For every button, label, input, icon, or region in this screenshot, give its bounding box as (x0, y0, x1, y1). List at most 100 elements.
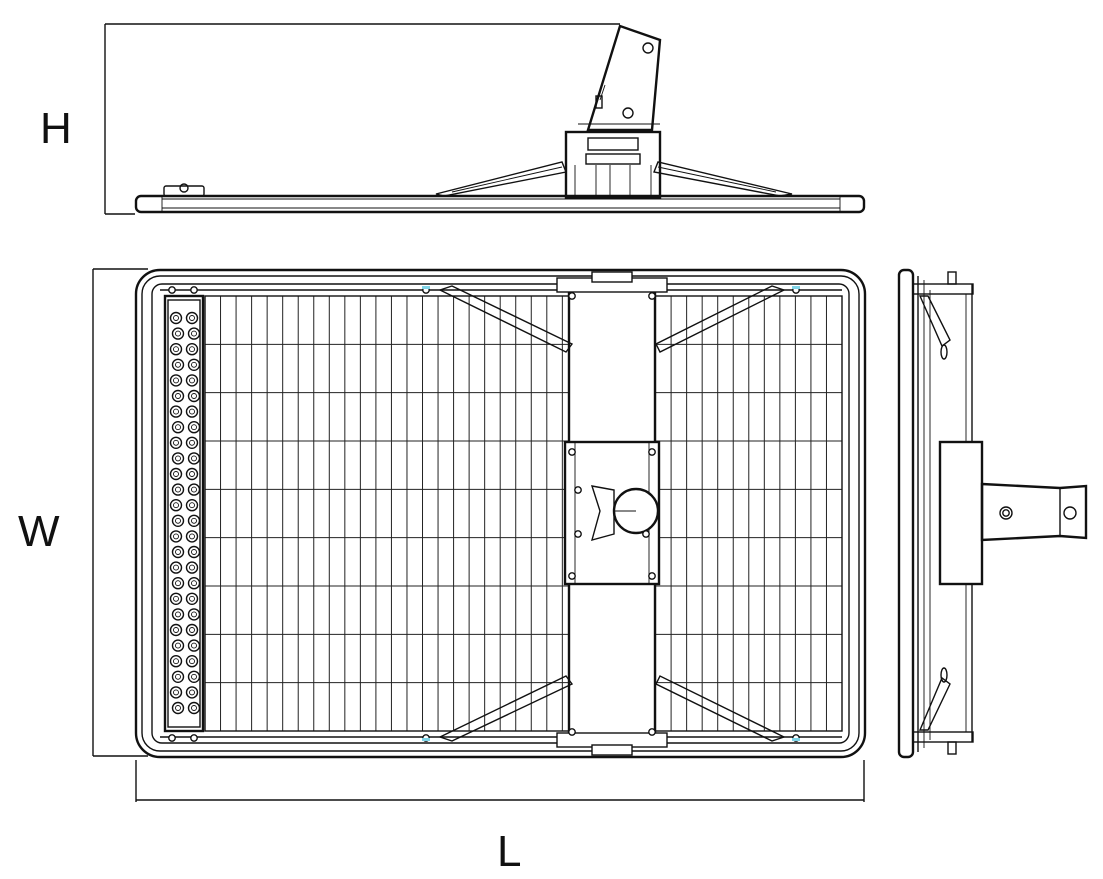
led-lens-icon (189, 377, 195, 384)
led-icon (185, 343, 199, 356)
led-lens-icon (191, 393, 197, 399)
led-lens-icon (175, 705, 181, 711)
led-icon (187, 421, 201, 434)
end-elevation-view (897, 268, 1088, 759)
led-icon (185, 561, 199, 574)
led-icon (185, 592, 199, 605)
led-lens-icon (173, 689, 179, 696)
led-icon (187, 701, 201, 715)
led-icon (187, 358, 201, 371)
hex-bolt-icon (574, 486, 582, 494)
led-lens-icon (173, 533, 179, 540)
led-icon (169, 467, 183, 481)
led-icon (169, 343, 183, 356)
hex-bolt-icon (1063, 506, 1077, 520)
support-struts (438, 285, 786, 742)
led-lens-icon (173, 439, 179, 446)
led-icon (171, 421, 185, 434)
led-icon (171, 545, 185, 559)
led-icon (171, 639, 185, 652)
height-dimension-lines (104, 23, 620, 215)
led-icon (169, 530, 183, 543)
led-icon (185, 655, 199, 668)
led-icon (169, 623, 183, 637)
led-icon (171, 514, 185, 527)
led-icon (171, 358, 185, 371)
led-icon (185, 499, 199, 512)
led-lens-icon (175, 611, 181, 618)
hex-bolt-icon (999, 506, 1013, 520)
led-icon (169, 436, 183, 449)
width-label: W (18, 507, 60, 556)
led-lens-icon (175, 486, 181, 493)
length-dimension-lines (135, 760, 865, 802)
led-icon (185, 311, 199, 325)
led-lens-icon (173, 315, 179, 321)
led-lens-icon (189, 533, 195, 540)
led-lens-icon (191, 361, 197, 368)
led-icon (187, 483, 201, 496)
led-icon (169, 686, 183, 699)
led-lens-icon (173, 564, 179, 571)
hex-bolt-icon (574, 530, 582, 538)
led-lens-icon (173, 346, 179, 353)
hex-bolt-icon (1002, 509, 1010, 517)
led-lens-icon (173, 471, 179, 477)
optical-grid (205, 296, 842, 731)
led-lens-icon (175, 393, 181, 399)
led-icon (185, 530, 199, 543)
led-lens-icon (189, 627, 195, 633)
led-lens-icon (189, 471, 195, 477)
led-lens-icon (175, 455, 181, 462)
length-label: L (497, 827, 521, 876)
led-lens-icon (175, 642, 181, 649)
accent-markers (422, 286, 800, 741)
led-icon (185, 374, 199, 387)
led-icon (169, 374, 183, 387)
led-lens-icon (189, 564, 195, 571)
led-lens-icon (191, 424, 197, 431)
led-module-array (169, 311, 201, 715)
led-lens-icon (189, 502, 195, 509)
led-icon (169, 405, 183, 418)
led-icon (187, 639, 201, 652)
led-icon (187, 514, 201, 527)
hex-bolt-icon (642, 530, 650, 538)
led-icon (185, 623, 199, 637)
led-lens-icon (175, 517, 181, 524)
led-lens-icon (191, 642, 197, 649)
plan-view (134, 268, 1010, 759)
side-elevation-view (134, 24, 866, 214)
led-lens-icon (191, 549, 197, 555)
led-icon (169, 592, 183, 605)
led-lens-icon (175, 424, 181, 431)
led-icon (169, 561, 183, 574)
led-icon (187, 452, 201, 465)
led-lens-icon (173, 408, 179, 415)
hex-bolt-icon (168, 734, 176, 742)
led-lens-icon (189, 346, 195, 353)
hex-bolt-icon (648, 728, 656, 736)
hex-bolt-icon (568, 572, 576, 580)
led-icon (187, 389, 201, 403)
led-lens-icon (191, 611, 197, 618)
hex-bolt-icon (568, 728, 576, 736)
led-icon (171, 452, 185, 465)
led-lens-icon (191, 455, 197, 462)
hex-bolt-icon (648, 292, 656, 300)
led-lens-icon (191, 330, 197, 337)
hex-bolt-icon (190, 734, 198, 742)
led-lens-icon (175, 330, 181, 337)
led-lens-icon (189, 658, 195, 665)
led-lens-icon (189, 595, 195, 602)
led-icon (169, 655, 183, 668)
led-icon (185, 686, 199, 699)
led-lens-icon (173, 595, 179, 602)
led-icon (185, 405, 199, 418)
hex-bolt-icon (568, 448, 576, 456)
led-icon (187, 670, 201, 683)
width-dimension-lines (92, 268, 148, 757)
led-icon (187, 545, 201, 559)
led-icon (171, 483, 185, 496)
